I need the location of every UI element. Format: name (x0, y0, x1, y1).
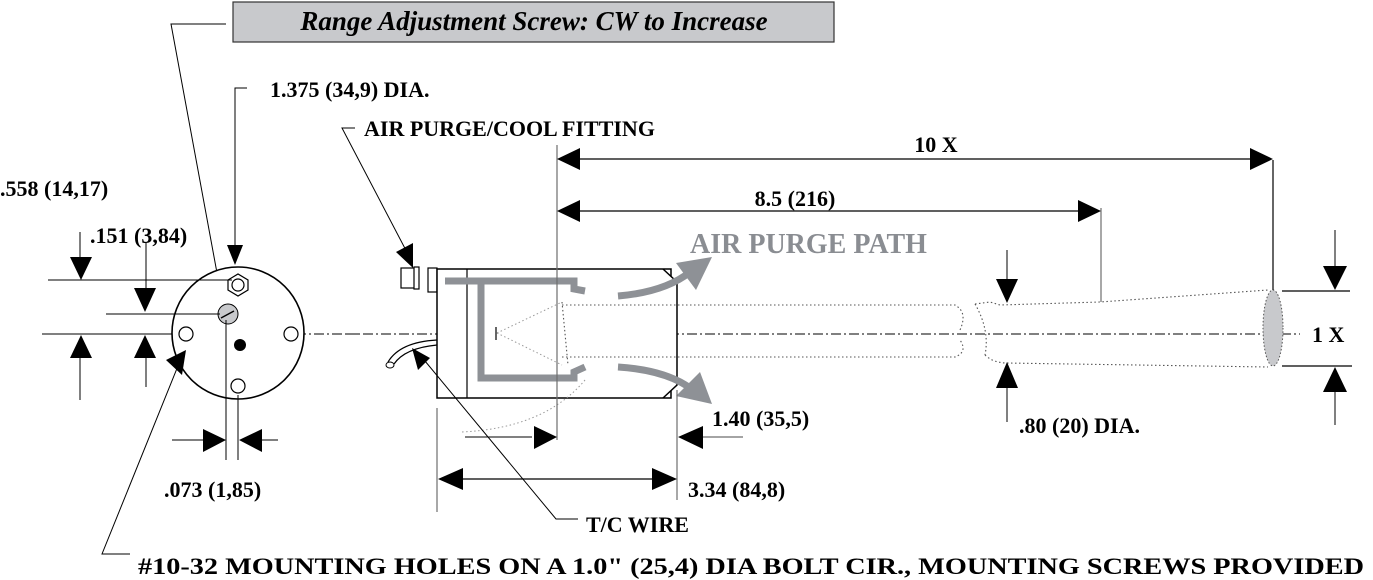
fitting-nut (427, 267, 438, 293)
screw-slot (220, 310, 235, 319)
title-box (232, 1, 835, 43)
dim-140-label: 1.40 (35,5) (712, 406, 809, 431)
beam-break (974, 303, 987, 356)
mounting-hole-left (178, 326, 194, 342)
mounting-hole-bottom (230, 378, 246, 394)
air-fitting-label: AIR PURGE/COOL FITTING (364, 116, 655, 141)
beam-lower-2 (984, 354, 1269, 368)
tc-wire-arrowhead (412, 348, 430, 370)
housing-dia-leader (234, 87, 247, 252)
lens-line (561, 301, 569, 366)
range-adjustment-callout: Range Adjustment Screw: CW to Increase (170, 1, 835, 308)
front-view: 1.375 (34,9) DIA. .558 (14,17) .151 (3 (0, 77, 430, 555)
dim-334-arrow-right (652, 468, 677, 490)
dim-558-label: .558 (14,17) (0, 176, 108, 201)
tc-wire-end (385, 361, 395, 369)
dim-85-arrow-right (1078, 200, 1101, 222)
tc-wire (387, 339, 438, 363)
dim-80-arrow-top (996, 279, 1018, 303)
purge-channel-top (445, 277, 586, 295)
dim-1x-arrow-bottom (1323, 367, 1347, 392)
purge-arrow-down-head (676, 372, 712, 404)
air-fitting-arrowhead (396, 243, 413, 268)
dim-073-arrow-left (203, 429, 226, 452)
purge-arrow-up-path (617, 269, 693, 300)
beam-upper-2 (974, 289, 1269, 306)
dim-151-label: .151 (3,84) (90, 223, 187, 248)
fitting-body (400, 267, 416, 289)
dim-10x-label: 10 X (914, 132, 958, 157)
dim-558-arrow-bottom (70, 335, 92, 358)
purge-arrow-up-head (676, 257, 712, 290)
tc-wire-leader (419, 354, 578, 520)
side-view: AIR PURGE/COOL FITTING AIR PURGE PATH (341, 116, 1352, 537)
dim-151-arrow-top (134, 288, 156, 312)
beam-upper-1 (562, 304, 964, 331)
mounting-hole-arrowhead (166, 350, 186, 375)
target-spot (1262, 289, 1284, 367)
mounting-hole-leader (101, 355, 183, 555)
dim-85-arrow-left (557, 200, 580, 222)
mounting-hole-right (283, 326, 299, 342)
air-fitting-leader (341, 127, 411, 259)
housing-nose (662, 268, 678, 399)
tc-wire-label: T/C WIRE (586, 512, 689, 537)
mounting-note: #10-32 MOUNTING HOLES ON A 1.0" (25,4) D… (138, 554, 1364, 579)
dim-140-arrow-right (678, 426, 703, 449)
tc-wire-inner (393, 344, 438, 365)
dim-85-label: 8.5 (216) (755, 186, 836, 211)
dim-151-arrow-bottom (134, 335, 156, 358)
dim-334-arrow-left (438, 468, 463, 490)
dim-10x-arrow-left (557, 148, 580, 170)
dim-10x-arrow-right (1250, 148, 1273, 170)
purge-channel-inner (477, 283, 587, 382)
dim-80-arrow-bottom (996, 362, 1018, 388)
dim-1x-arrow-top (1323, 266, 1347, 290)
dim-334-label: 3.34 (84,8) (688, 477, 785, 502)
sensor-dot (234, 339, 246, 351)
optic-cone-lower (496, 332, 563, 366)
dim-073-label: .073 (1,85) (164, 477, 261, 502)
dim-1x-label: 1 X (1312, 322, 1345, 347)
range-screw-leader (170, 23, 226, 301)
dim-140-arrow-left (534, 426, 557, 449)
housing-dia-label: 1.375 (34,9) DIA. (270, 77, 430, 102)
fitting-ring (413, 266, 420, 290)
title-box-text: Range Adjustment Screw: CW to Increase (299, 6, 767, 36)
beam-lower-1 (562, 339, 964, 358)
dim-073-arrow-right (239, 429, 262, 452)
purge-arrow-down-path (617, 363, 693, 391)
spot-dia-label: .80 (20) DIA. (1019, 413, 1140, 438)
dim-558-arrow-top (70, 257, 92, 280)
optic-cone-upper (496, 301, 563, 334)
air-purge-path-label: AIR PURGE PATH (690, 229, 927, 260)
fitting-bore (231, 278, 245, 292)
housing-dia-arrowhead (227, 245, 243, 265)
